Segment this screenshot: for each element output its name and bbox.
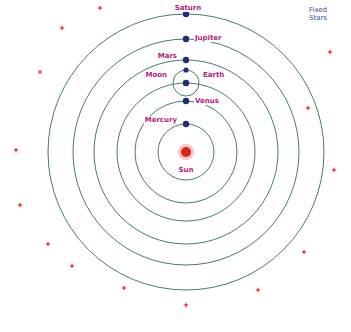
planet-label: Venus [194,97,220,105]
planet-label: Jupiter [194,34,223,42]
sun-glow [178,144,194,160]
sun-label: Sun [177,166,194,174]
planet-label: Mercury [144,116,178,124]
region-label: Fixed Stars [302,6,334,22]
planet-dots [183,11,189,127]
planet-label: Mars [157,52,178,60]
planet-label: Saturn [174,4,203,12]
fixed-stars [13,5,337,308]
planet-label: Earth [202,71,225,79]
orbit-lines [48,14,324,290]
planet-label: Moon [144,71,168,79]
